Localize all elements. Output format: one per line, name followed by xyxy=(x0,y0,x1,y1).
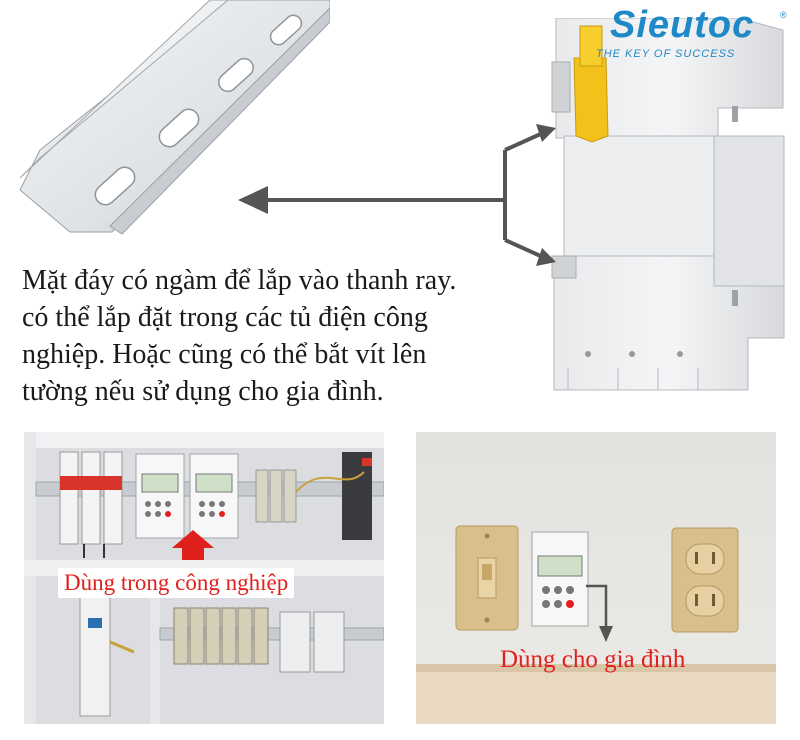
description-line: nghiệp. Hoặc cũng có thể bắt vít lên xyxy=(22,339,427,370)
timer-side-view-image xyxy=(551,18,785,391)
industrial-panel-illustration xyxy=(24,432,384,724)
industrial-caption: Dùng trong công nghiệp xyxy=(58,568,295,598)
connector-arrows xyxy=(238,124,556,266)
description-line: Mặt đáy có ngàm để lắp vào thanh ray. xyxy=(22,265,457,296)
timer-unit xyxy=(135,453,185,539)
wall-timer xyxy=(531,531,589,627)
timer-unit xyxy=(189,453,239,539)
registered-mark: ® xyxy=(780,10,787,20)
home-caption: Dùng cho gia đình xyxy=(500,646,686,673)
brand-name: Sieutoc xyxy=(610,4,755,46)
brand-logo: Sieutoc ® THE KEY OF SUCCESS xyxy=(588,4,798,64)
industrial-panel-photo: Dùng trong công nghiệp xyxy=(24,432,384,724)
description-line: có thể lắp đặt trong các tủ điện công xyxy=(22,302,428,333)
description-line: tường nếu sử dụng cho gia đình. xyxy=(22,376,384,407)
din-rail-image xyxy=(19,0,330,235)
home-wall-photo: Dùng cho gia đình xyxy=(416,432,776,724)
brand-tagline: THE KEY OF SUCCESS xyxy=(596,48,736,60)
home-wall-illustration xyxy=(416,432,776,724)
description-text: Mặt đáy có ngàm để lắp vào thanh ray. có… xyxy=(22,262,522,410)
